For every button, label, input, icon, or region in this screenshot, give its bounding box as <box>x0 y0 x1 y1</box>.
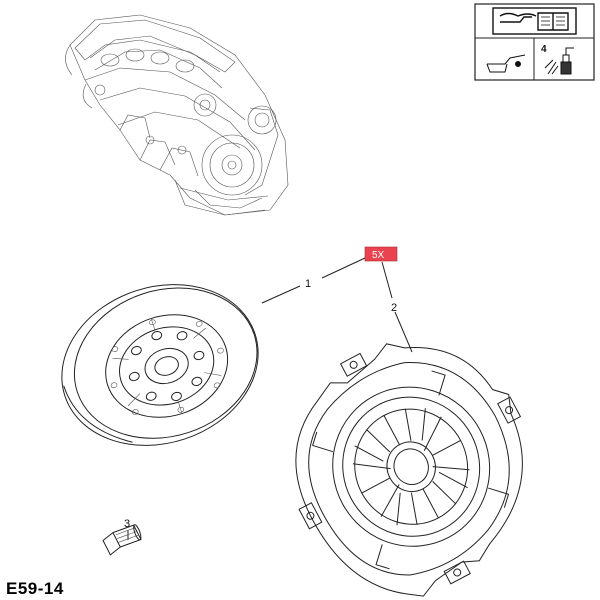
callout-part-1: 1 <box>305 278 311 290</box>
oil-can-icon <box>486 54 526 73</box>
quantity-badge-text: 5X <box>372 250 385 261</box>
spray-bottle-icon <box>544 47 574 75</box>
clutch-pressure-plate <box>295 343 523 597</box>
quantity-badge: 5X <box>364 246 398 262</box>
info-panel: 4 <box>474 3 595 81</box>
engine-illustration <box>65 14 289 216</box>
service-manual-icon <box>492 7 577 35</box>
bolt <box>102 524 142 556</box>
panel-quantity: 4 <box>541 44 547 55</box>
flywheel <box>61 284 259 446</box>
callout-part-2: 2 <box>391 302 397 314</box>
figure-code: E59-14 <box>6 579 64 598</box>
leader-lines <box>127 257 413 540</box>
callout-part-3: 3 <box>124 518 130 530</box>
